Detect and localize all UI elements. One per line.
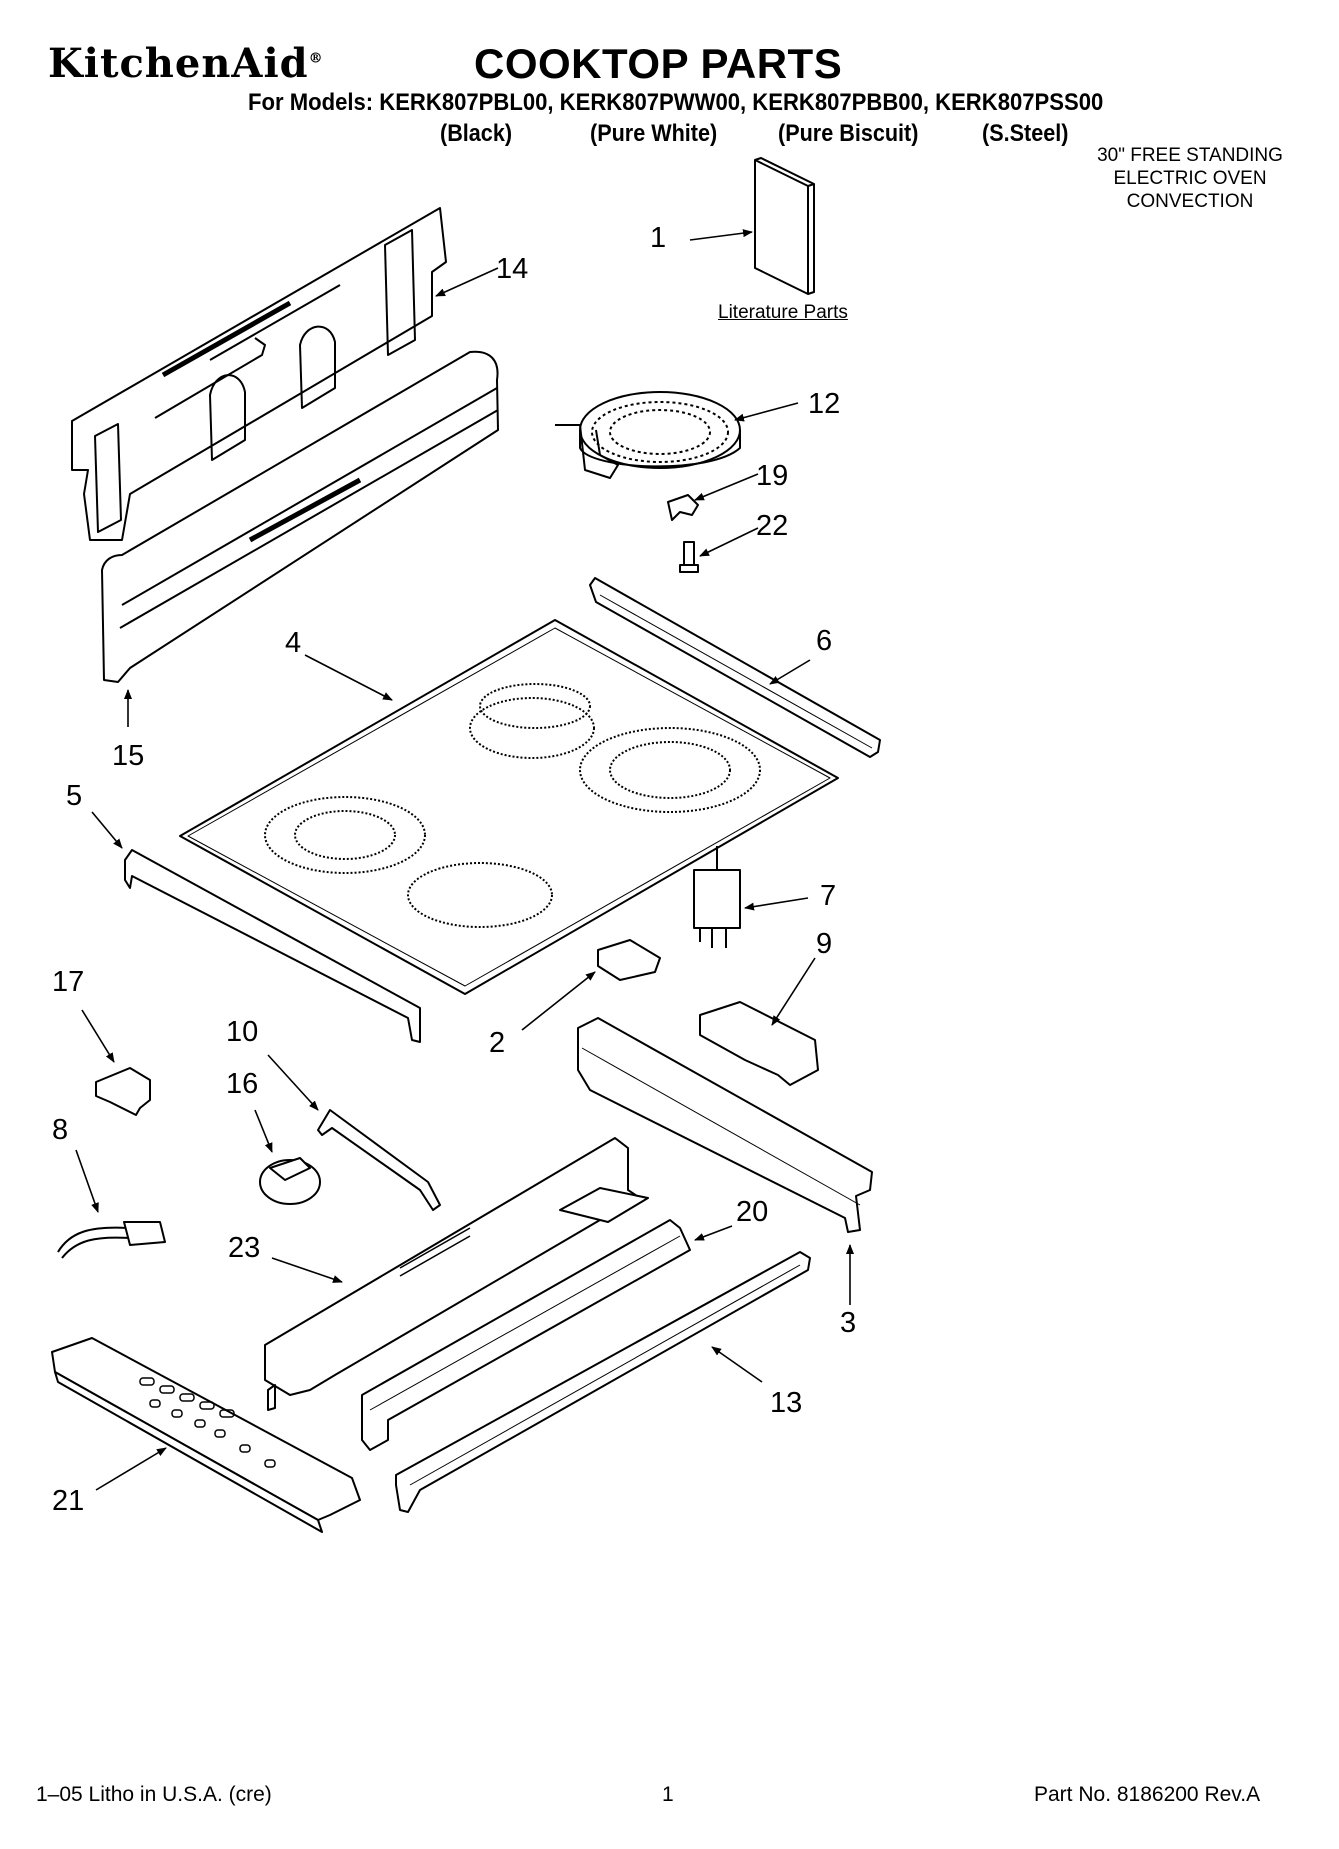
callout-1: 1 [650,222,667,254]
wire-harness-part [57,1221,166,1259]
callout-9: 9 [816,928,833,960]
callout-4: 4 [285,627,302,659]
element-clip-part [667,494,699,521]
leader-line-19 [694,473,759,501]
brand-logo: KitchenAid® [48,40,324,87]
callout-20: 20 [736,1196,769,1228]
burner-box-rear-panel-part [264,1137,649,1411]
leader-line-2 [521,971,596,1031]
callout-19: 19 [756,460,789,492]
control-panel-strip-part [51,1337,361,1533]
leader-line-16 [254,1109,273,1153]
glass-cooktop-part [179,619,839,995]
brand-registered-mark: ® [308,50,324,67]
front-trim-part [124,849,421,1043]
literature-booklet-part [754,157,815,295]
callout-3: 3 [840,1307,857,1339]
temperature-limiter-part [259,1157,321,1205]
footer-litho: 1–05 Litho in U.S.A. (cre) [36,1783,272,1806]
page-title: COOKTOP PARTS [474,40,843,87]
models-line: For Models: KERK807PBL00, KERK807PWW00, … [248,89,1104,116]
leader-line-17 [81,1009,115,1063]
finish-pure-biscuit: (Pure Biscuit) [778,120,919,147]
callout-15: 15 [112,740,145,772]
rear-mounting-bracket-part [71,207,447,541]
leader-line-13 [711,1346,763,1383]
wire-retainer-part [317,1109,441,1211]
callout-17: 17 [52,966,85,998]
leader-line-14 [435,267,499,297]
callout-6: 6 [816,625,833,657]
leader-line-6 [769,659,811,685]
leader-line-23 [271,1257,343,1283]
callout-5: 5 [66,780,83,812]
finish-pure-white: (Pure White) [590,120,718,147]
leader-line-22 [699,527,759,557]
switch-bracket-part [699,1001,819,1086]
terminal-block-part [597,939,661,981]
leader-line-20 [694,1225,733,1241]
callout-13: 13 [770,1387,803,1419]
control-console-part [101,350,499,683]
note-line: 30" FREE STANDING [1097,145,1283,166]
leader-line-10 [267,1054,319,1111]
leader-line-12 [734,402,799,422]
literature-parts-label: Literature Parts [718,302,848,323]
lower-trim-channel-part [395,1251,811,1513]
leader-line-4 [304,654,393,701]
callout-8: 8 [52,1114,69,1146]
front-support-channel-part [361,1219,691,1451]
note-line: CONVECTION [1126,191,1254,212]
infinite-switch-part [693,846,741,948]
leader-line-8 [75,1149,99,1213]
finish-stainless-steel: (S.Steel) [982,120,1069,147]
leader-line-7 [744,897,809,911]
leader-line-1 [689,229,753,241]
callout-14: 14 [496,253,529,285]
callout-16: 16 [226,1068,259,1100]
finish-black: (Black) [440,120,513,147]
note-line: ELECTRIC OVEN [1113,168,1267,189]
radiant-surface-element-part [555,391,741,479]
footer-page-number: 1 [662,1783,674,1806]
callout-22: 22 [756,510,789,542]
leader-line-21 [95,1447,167,1491]
screw-part [679,541,699,573]
leader-line-9 [771,957,816,1026]
cooktop-support-channel-part [577,1017,873,1233]
callout-7: 7 [820,880,837,912]
callout-23: 23 [228,1232,261,1264]
callout-21: 21 [52,1485,85,1517]
brand-name: KitchenAid [48,40,309,87]
callout-12: 12 [808,388,841,420]
mounting-plate-part [95,1067,151,1116]
callout-10: 10 [226,1016,259,1048]
footer-part-number: Part No. 8186200 Rev.A [1034,1783,1261,1806]
callout-2: 2 [489,1027,506,1059]
product-note: 30" FREE STANDING ELECTRIC OVEN CONVECTI… [1060,144,1320,213]
leader-line-5 [91,811,123,849]
